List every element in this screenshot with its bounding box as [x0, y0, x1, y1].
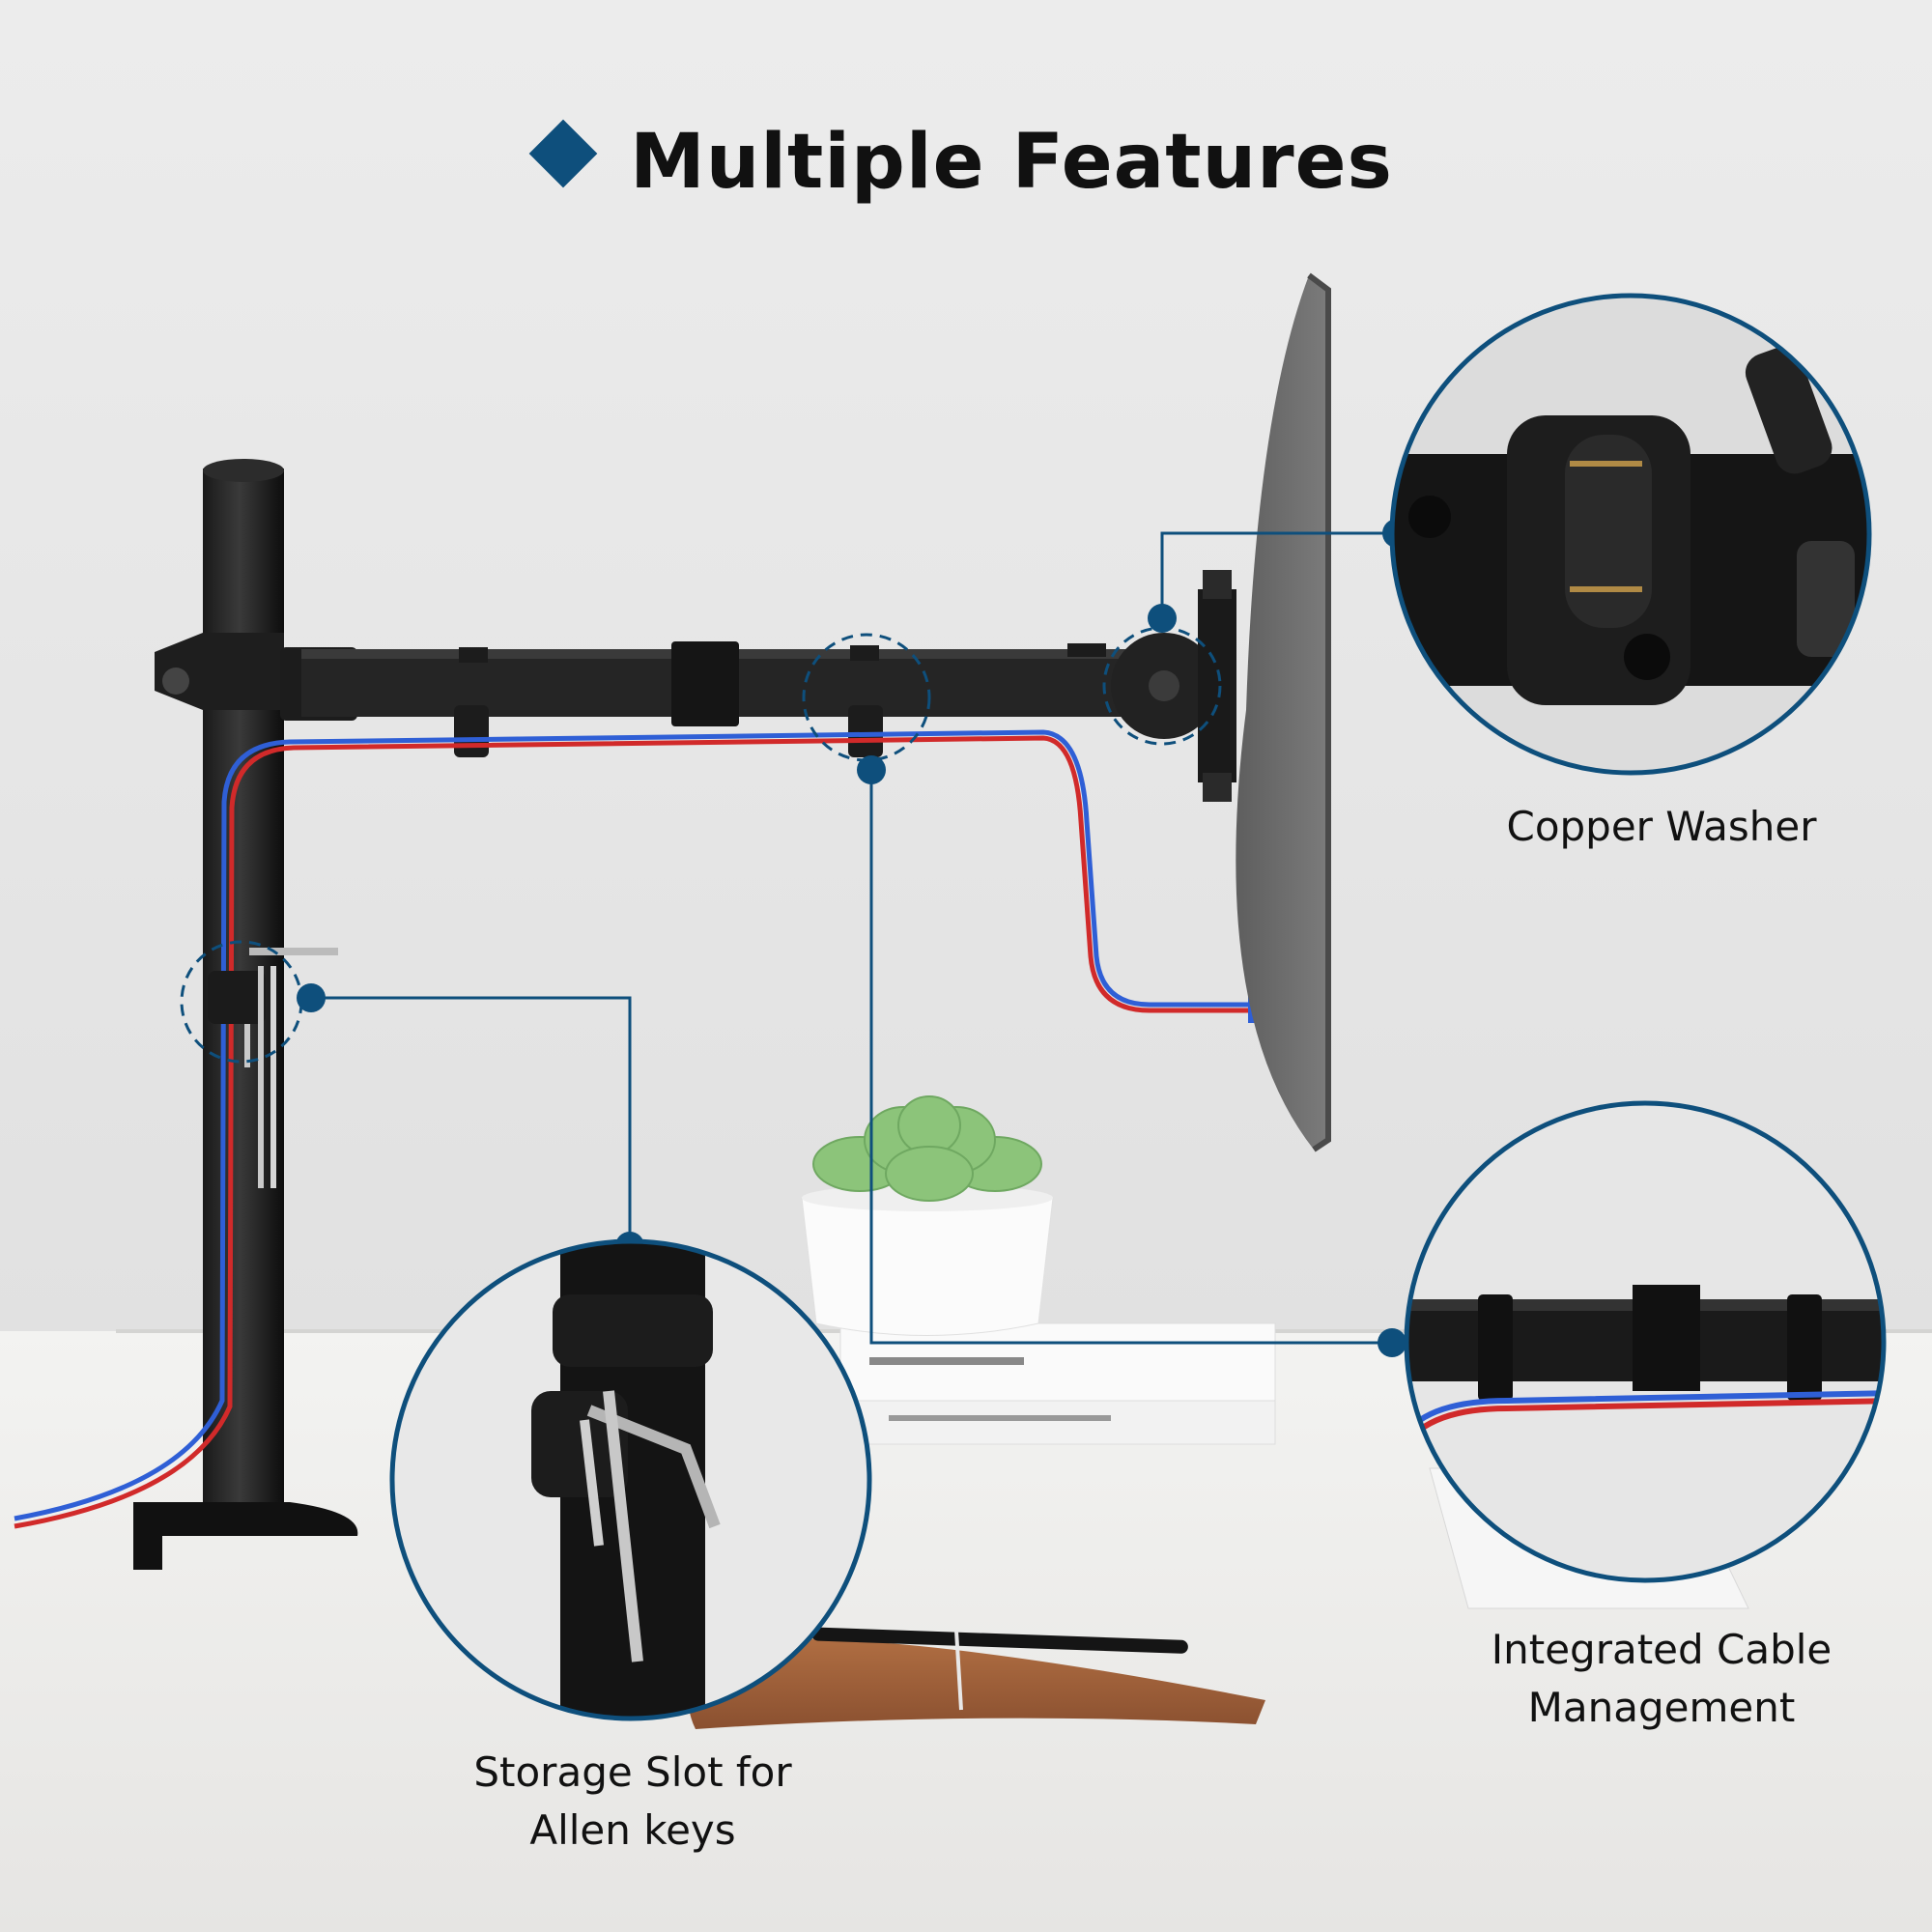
zoom-allen-keys: [389, 1238, 872, 1721]
succulent-plant: [801, 1095, 1054, 1336]
monitor: [1236, 272, 1331, 1152]
copper-washer-label-line1: Copper Washer: [1506, 803, 1817, 850]
allen-keys-label-line1: Storage Slot for: [473, 1748, 792, 1796]
monitor-arm: [280, 570, 1236, 802]
allen-keys-label: Storage Slot for Allen keys: [415, 1744, 850, 1860]
zoom-cable-management: [1404, 1100, 1887, 1583]
allen-keys: [208, 948, 338, 1188]
diamond-bullet-icon: [528, 119, 598, 188]
cable-management-label: Integrated Cable Management: [1439, 1621, 1884, 1737]
cable-management-label-line1: Integrated Cable: [1491, 1626, 1833, 1673]
zoom-copper-washer: [1389, 293, 1872, 776]
page-title: Multiple Features: [0, 114, 1932, 211]
allen-keys-label-line2: Allen keys: [529, 1806, 736, 1854]
book-stack: [839, 1322, 1276, 1445]
copper-washer-label: Copper Washer: [1439, 798, 1884, 856]
title-text: Multiple Features: [630, 119, 1393, 206]
cable-management-label-line2: Management: [1527, 1684, 1796, 1731]
notebook-pen: [688, 1627, 1265, 1729]
